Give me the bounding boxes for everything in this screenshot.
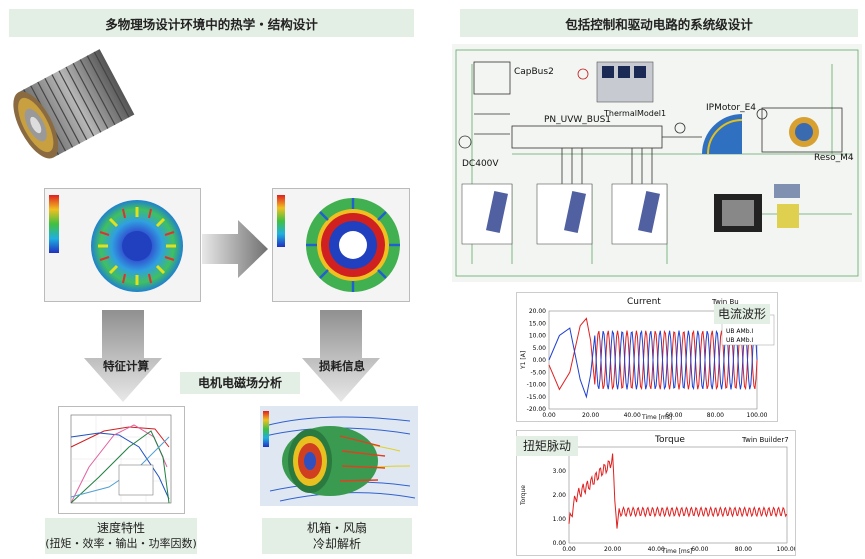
speed-characteristic-title: 速度特性 <box>96 521 145 536</box>
x-tick-label: 60.00 <box>691 546 708 553</box>
system-schematic-graphic: CapBus2 ThermalModel1 PN_UVW_BUS1 IPMoto… <box>455 49 859 277</box>
y-tick-label: 10.00 <box>529 333 546 340</box>
y-tick-label: 0.00 <box>553 540 567 547</box>
torque-series-line <box>568 453 788 529</box>
characteristic-curve-plot <box>58 406 185 514</box>
torque-chart: Torque Twin Builder7 Torque Time [ms] 4.… <box>516 430 798 556</box>
y-tick-label: 15.00 <box>529 320 546 327</box>
down-arrow-left <box>84 310 162 402</box>
current-chart-xlabel: Time [ms] <box>641 414 672 421</box>
current-series-line <box>548 327 758 399</box>
y-tick-label: 1.00 <box>553 516 567 523</box>
y-tick-label: -10.00 <box>527 382 547 389</box>
cooling-analysis-image <box>260 406 418 506</box>
flux-density-plot-graphic <box>45 189 200 301</box>
x-tick-label: 20.00 <box>582 412 599 419</box>
current-legend-item-2: UB AMb.I <box>726 328 753 335</box>
torque-callout-text: 扭矩脉动 <box>522 438 571 453</box>
x-tick-label: 0.00 <box>562 546 576 553</box>
x-tick-label: 100.00 <box>747 412 768 419</box>
characteristic-curve-graphic <box>70 414 172 504</box>
current-callout: 电流波形 <box>714 304 770 324</box>
cooling-analysis-detail: 冷却解析 <box>312 537 361 551</box>
down-arrow-right <box>302 310 380 402</box>
cooling-analysis-graphic <box>260 406 418 506</box>
speed-characteristic-detail: (扭矩・效率・输出・功率因数) <box>45 536 197 550</box>
left-header-text: 多物理场设计环境中的热学・结构设计 <box>105 16 318 32</box>
center-analysis-label: 电机电磁场分析 <box>180 372 300 394</box>
cooling-analysis-title: 机箱・风扇 <box>306 520 367 535</box>
current-legend-item-3: UB AMb.I <box>726 337 753 344</box>
y-tick-label: -15.00 <box>527 394 547 401</box>
y-tick-label: 2.00 <box>553 492 567 499</box>
bus-label: PN_UVW_BUS1 <box>544 115 611 125</box>
current-chart-brand: Twin Bu <box>711 298 739 306</box>
right-header: 包括控制和驱动电路的系统级设计 <box>460 9 858 37</box>
y-tick-label: -20.00 <box>527 406 547 413</box>
capbus-label: CapBus2 <box>514 67 554 77</box>
x-tick-label: 80.00 <box>707 412 724 419</box>
current-chart-title: Current <box>627 297 661 307</box>
y-tick-label: 3.00 <box>553 468 567 475</box>
left-header: 多物理场设计环境中的热学・结构设计 <box>9 9 414 37</box>
torque-callout: 扭矩脉动 <box>516 436 578 456</box>
x-tick-label: 20.00 <box>604 546 621 553</box>
loss-density-plot-graphic <box>273 189 409 301</box>
big-arrow-right <box>202 220 268 278</box>
system-schematic: CapBus2 ThermalModel1 PN_UVW_BUS1 IPMoto… <box>452 44 862 282</box>
torque-chart-ylabel: Torque <box>520 485 527 506</box>
y-tick-label: -5.00 <box>530 369 546 376</box>
reso-label: Reso_M4 <box>814 153 854 163</box>
ipmotor-label: IPMotor_E4 <box>706 103 756 113</box>
thermal-label: ThermalModel1 <box>603 109 666 118</box>
dc-label: DC400V <box>462 159 499 169</box>
arrow-left-label: 特征计算 <box>103 359 149 373</box>
x-tick-label: 80.00 <box>735 546 752 553</box>
y-tick-label: 20.00 <box>529 308 546 315</box>
torque-chart-title: Torque <box>654 435 685 445</box>
current-chart-ylabel: Y1 [A] <box>520 351 527 370</box>
motor-3d-image <box>13 49 135 159</box>
right-header-text: 包括控制和驱动电路的系统级设计 <box>565 16 753 32</box>
x-tick-label: 100.00 <box>777 546 796 553</box>
flux-density-plot-left <box>44 188 201 302</box>
torque-chart-xlabel: Time [ms] <box>661 548 692 555</box>
cooling-analysis-label: 机箱・风扇 冷却解析 <box>262 518 412 554</box>
torque-chart-brand: Twin Builder7 <box>741 436 789 444</box>
loss-density-plot-right <box>272 188 410 302</box>
arrow-right-label: 损耗信息 <box>319 359 365 373</box>
x-tick-label: 40.00 <box>648 546 665 553</box>
x-tick-label: 60.00 <box>665 412 682 419</box>
center-analysis-text: 电机电磁场分析 <box>197 375 282 390</box>
x-tick-label: 0.00 <box>542 412 556 419</box>
x-tick-label: 40.00 <box>624 412 641 419</box>
speed-characteristic-label: 速度特性 (扭矩・效率・输出・功率因数) <box>45 518 197 554</box>
y-tick-label: 0.00 <box>533 357 547 364</box>
current-callout-text: 电流波形 <box>717 306 766 321</box>
current-series-line <box>548 317 758 391</box>
y-tick-label: 5.00 <box>533 345 547 352</box>
